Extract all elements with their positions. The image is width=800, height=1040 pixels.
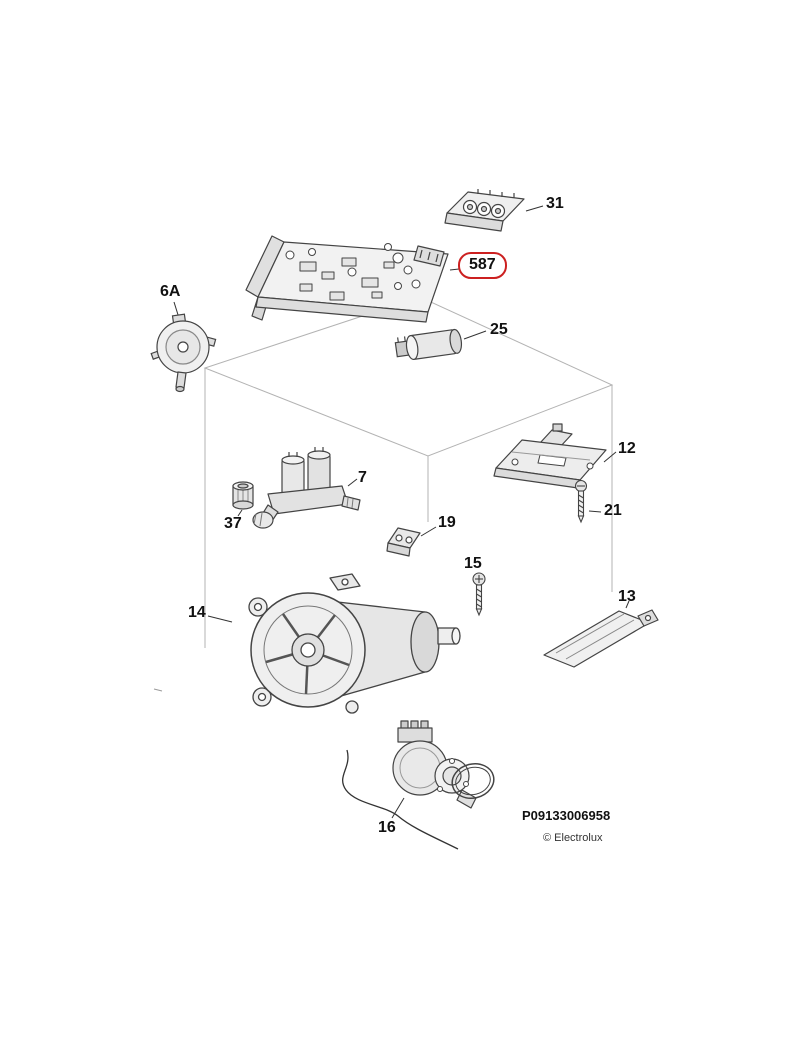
leader-line-14: [207, 615, 233, 623]
part-label-13: 13: [618, 588, 636, 605]
part-label-14: 14: [188, 604, 206, 621]
part-31-connector-drawing: [444, 189, 544, 232]
part-label-587: 587: [458, 252, 507, 279]
o-ring: [451, 762, 495, 800]
part-13-heater-drawing: [543, 600, 659, 668]
part-label-19: 19: [438, 514, 456, 531]
part-12-module-drawing: [493, 423, 617, 489]
cable-curve: [341, 749, 459, 850]
part-16-pump-drawing: [391, 720, 495, 819]
leader-line-19: [420, 526, 437, 537]
copyright-text: © Electrolux: [543, 832, 603, 844]
leader-line-587: [449, 268, 460, 271]
part-25-capacitor-drawing: [394, 328, 463, 361]
part-label-15: 15: [464, 555, 482, 572]
part-label-31: 31: [546, 195, 564, 212]
leader-line-25: [463, 330, 487, 340]
part-label-6a: 6A: [160, 283, 181, 300]
part-14-motor-drawing: [207, 573, 461, 714]
part-label-37: 37: [224, 515, 242, 532]
part-label-25: 25: [490, 321, 508, 338]
leader-line-31: [525, 205, 544, 212]
leader-line-16: [391, 797, 405, 819]
cabinet-outline: [153, 296, 614, 692]
leader-line-12: [603, 451, 617, 463]
part-587-pcb-drawing: [245, 235, 460, 323]
part-21-screw-drawing: [574, 479, 602, 524]
part-label-21: 21: [604, 502, 622, 519]
part-7-inlet-valve-drawing: [252, 447, 361, 529]
leader-line-37: [237, 509, 243, 517]
part-label-12: 12: [618, 440, 636, 457]
part-19-clip-drawing: [386, 526, 437, 557]
part-label-16: 16: [378, 819, 396, 836]
part-15-screw-drawing: [472, 572, 486, 617]
part-37-fitting-drawing: [232, 481, 254, 517]
product-code: P09133006958: [522, 808, 611, 823]
part-label-7: 7: [358, 469, 367, 486]
leader-line-13: [625, 600, 630, 609]
part-6a-pressure-switch-drawing: [150, 301, 217, 393]
leader-line-21: [588, 510, 602, 513]
leader-line-7: [347, 478, 358, 487]
